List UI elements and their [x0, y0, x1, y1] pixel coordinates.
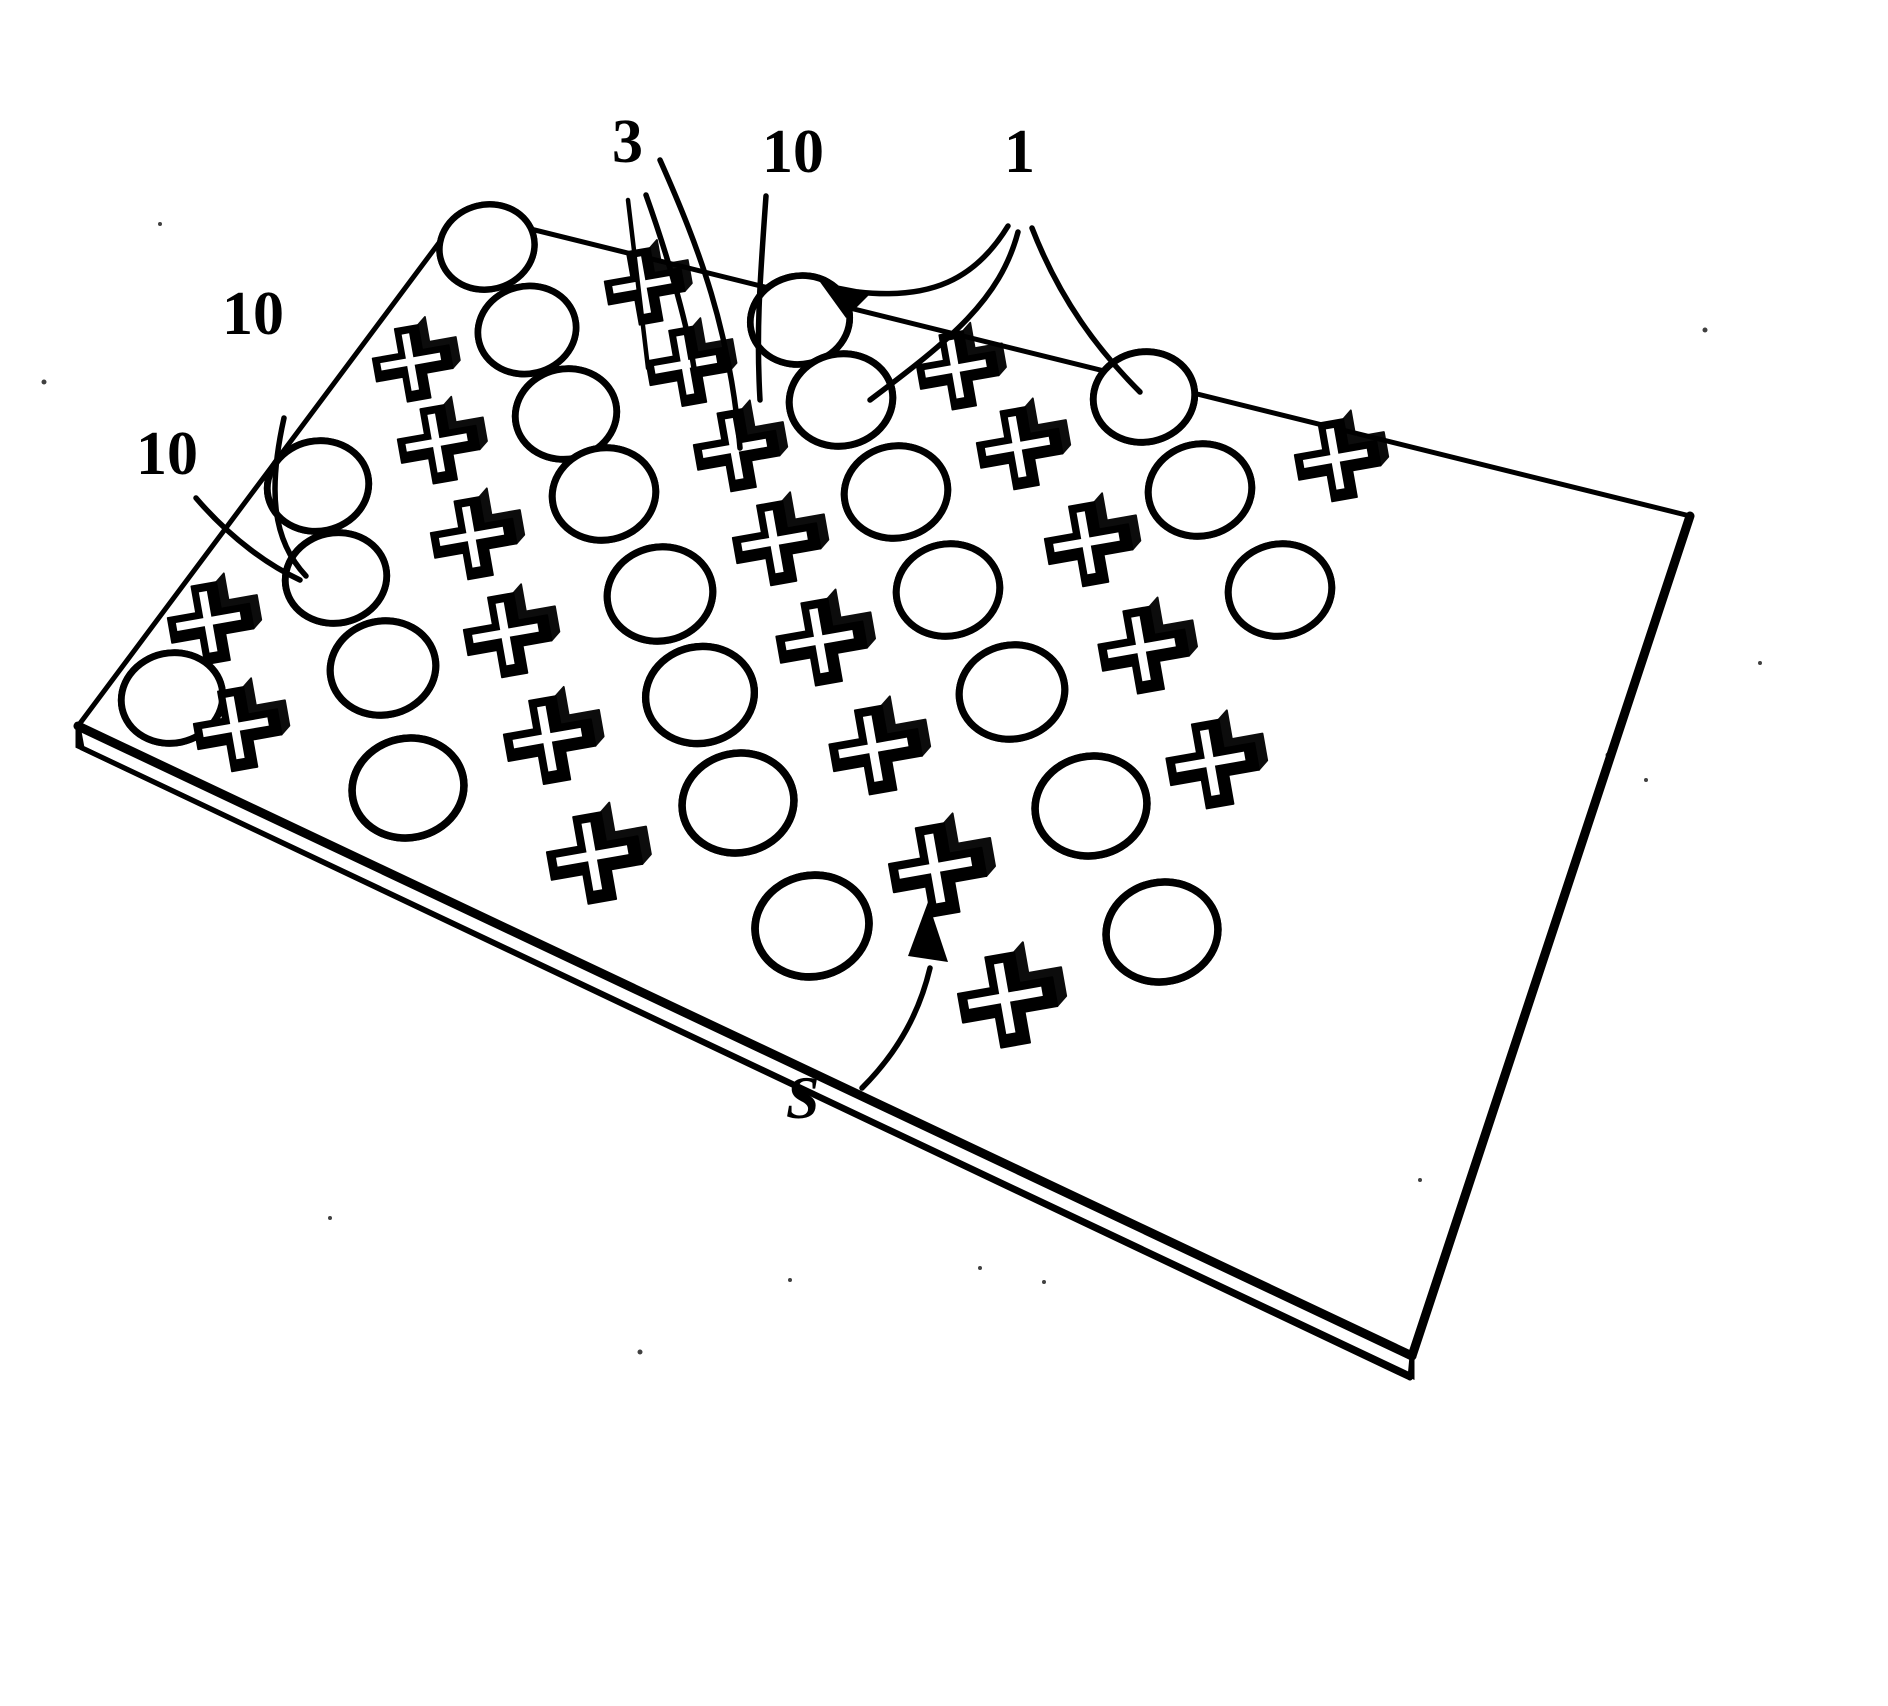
leader-1-arrowhead: [820, 282, 872, 318]
leader-10-left-lower: [193, 495, 303, 583]
leader-1-b: [867, 229, 1021, 403]
leader-3-a: [657, 157, 743, 451]
label-10-top: 10: [762, 118, 824, 186]
plate-edge-right-underside: [1407, 1353, 1415, 1381]
label-10-left-upper: 10: [222, 280, 284, 348]
leader-10-top: [755, 193, 769, 403]
plate-edge-bottom-underside: [79, 745, 1413, 1381]
leader-3-c: [625, 197, 651, 371]
label-10-left-lower: 10: [136, 420, 198, 488]
leader-1-a: [855, 223, 1011, 297]
leader-3-b: [643, 192, 697, 371]
leader-10-left-upper: [272, 415, 309, 579]
plate-edge-bottom: [73, 721, 1417, 1361]
leader-s-arrowhead: [908, 902, 948, 962]
reference-numerals: 3 10 1 10 10 S: [136, 108, 1035, 1131]
label-s: S: [786, 1065, 819, 1131]
leader-1-c: [1029, 225, 1143, 395]
label-1: 1: [1004, 118, 1035, 186]
plate-edge-right: [1407, 511, 1695, 1361]
plate-edge-left-underside: [75, 723, 85, 751]
label-3: 3: [612, 108, 643, 176]
leader-s: [859, 965, 933, 1091]
leader-lines: [193, 157, 1143, 1091]
scan-artifacts: [41, 222, 1762, 1355]
